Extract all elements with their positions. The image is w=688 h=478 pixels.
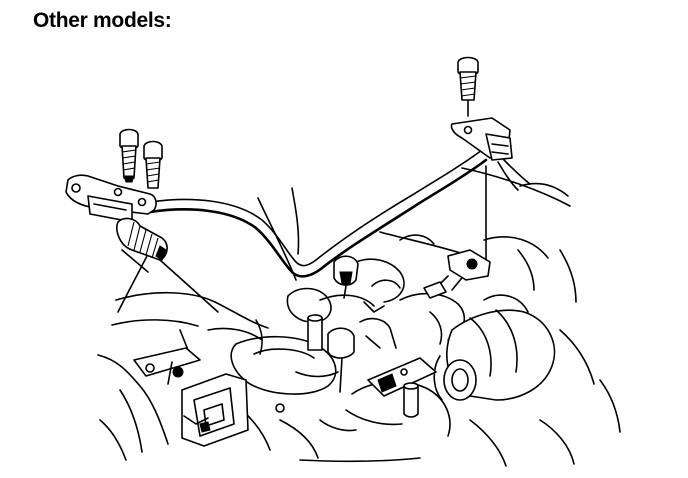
- right-cable-bracket: [451, 118, 530, 190]
- bolt-icon: [144, 142, 162, 189]
- page-title: Other models:: [33, 9, 172, 32]
- starter-motor: [434, 310, 554, 400]
- shift-cable: [150, 150, 486, 276]
- left-cable-bracket: [66, 175, 156, 222]
- shift-lever: [368, 358, 436, 417]
- bolt-icon: [120, 130, 138, 183]
- leader-lines: [122, 166, 486, 350]
- lower-linkage: [134, 348, 284, 446]
- transmission-housing: [98, 168, 620, 466]
- cable-boot: [117, 219, 167, 260]
- cable-end-bracket: [424, 250, 490, 298]
- engine-detail: [256, 235, 576, 430]
- bolt-icon: [458, 58, 478, 117]
- pivot-icon: [308, 315, 396, 392]
- cable-clip: [334, 256, 358, 298]
